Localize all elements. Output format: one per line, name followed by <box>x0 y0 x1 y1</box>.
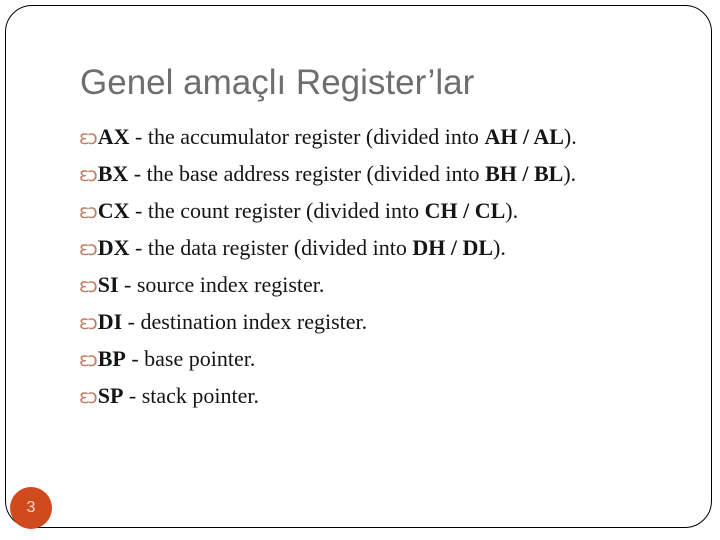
slide-title: Genel amaçlı Register’lar <box>80 63 475 102</box>
register-name: DI <box>97 309 123 334</box>
bullet-text-tail: ). <box>505 198 519 223</box>
bullet-text: - stack pointer. <box>123 383 260 408</box>
bullet-item: ɛɔSI - source index register. <box>79 266 679 303</box>
page-number-badge: 3 <box>10 487 52 529</box>
bullet-text: - the count register (divided into <box>129 198 425 223</box>
decorative-bullet-icon: ɛɔ <box>79 164 98 186</box>
sub-registers: AH / AL <box>484 124 564 149</box>
bullet-text: - base pointer. <box>125 346 256 371</box>
bullet-item: ɛɔAX - the accumulator register (divided… <box>79 118 679 155</box>
sub-registers: BH / BL <box>485 161 564 186</box>
decorative-bullet-icon: ɛɔ <box>79 127 98 149</box>
bullet-text: - the accumulator register (divided into <box>129 124 485 149</box>
sub-registers: DH / DL <box>412 235 494 260</box>
decorative-bullet-icon: ɛɔ <box>79 201 98 223</box>
bullet-text: - the base address register (divided int… <box>128 161 486 186</box>
bullet-text: - the data register (divided into <box>129 235 413 260</box>
register-name: CX <box>97 198 130 223</box>
decorative-bullet-icon: ɛɔ <box>79 238 98 260</box>
register-name: BX <box>97 161 129 186</box>
bullet-list: ɛɔAX - the accumulator register (divided… <box>79 118 679 414</box>
bullet-text: - destination index register. <box>122 309 368 334</box>
bullet-item: ɛɔSP - stack pointer. <box>79 377 679 414</box>
bullet-item: ɛɔBP - base pointer. <box>79 340 679 377</box>
bullet-item: ɛɔCX - the count register (divided into … <box>79 192 679 229</box>
bullet-text-tail: ). <box>563 124 577 149</box>
register-name: AX <box>97 124 130 149</box>
register-name: DX <box>97 235 130 260</box>
decorative-bullet-icon: ɛɔ <box>79 312 98 334</box>
bullet-item: ɛɔDI - destination index register. <box>79 303 679 340</box>
page-number: 3 <box>26 499 36 516</box>
sub-registers: CH / CL <box>424 198 506 223</box>
decorative-bullet-icon: ɛɔ <box>79 349 98 371</box>
register-name: BP <box>97 346 126 371</box>
decorative-bullet-icon: ɛɔ <box>79 275 98 297</box>
slide-border-frame <box>5 5 712 528</box>
bullet-item: ɛɔDX - the data register (divided into D… <box>79 229 679 266</box>
bullet-text: - source index register. <box>118 272 325 297</box>
decorative-bullet-icon: ɛɔ <box>79 386 98 408</box>
bullet-text-tail: ). <box>563 161 577 186</box>
register-name: SI <box>97 272 119 297</box>
bullet-item: ɛɔBX - the base address register (divide… <box>79 155 679 192</box>
register-name: SP <box>97 383 124 408</box>
bullet-text-tail: ). <box>493 235 506 260</box>
